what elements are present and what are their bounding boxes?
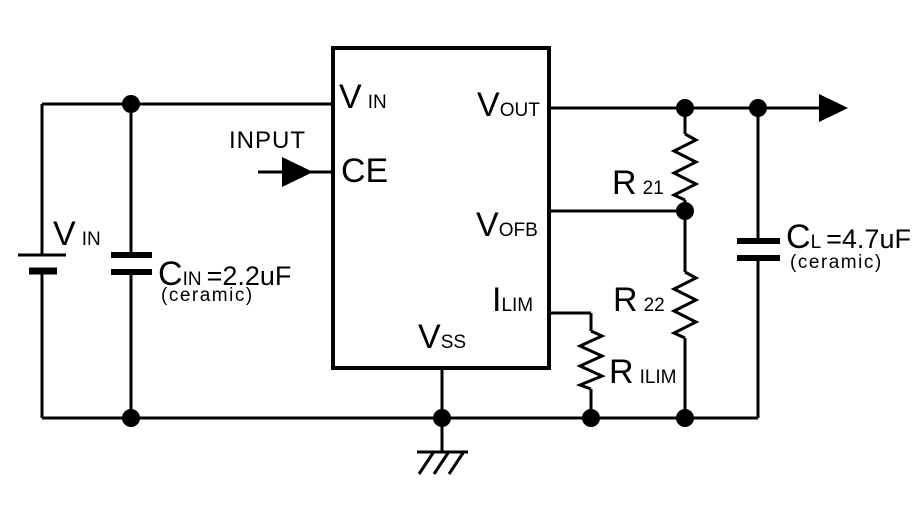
r22-main: R xyxy=(613,281,638,319)
rilim-main: R xyxy=(609,353,634,391)
input-label: INPUT xyxy=(229,127,306,154)
pin-vin-main: V xyxy=(339,78,362,116)
cin-note: (ceramic) xyxy=(161,285,254,306)
r22-sub: 22 xyxy=(643,295,665,316)
cl-label: CL=4.7uF xyxy=(786,220,911,254)
cl-name-sub: L xyxy=(810,232,822,253)
battery-vin-main: V xyxy=(53,215,76,253)
junction-dot-gnd-vss xyxy=(433,409,451,427)
battery-vin-sub: IN xyxy=(81,229,101,250)
pin-ce-main: CE xyxy=(341,152,389,190)
pin-ilim-main: I xyxy=(492,281,502,319)
ground-hatch-3 xyxy=(447,452,465,475)
ground-hatch-1 xyxy=(417,452,435,475)
r22-zigzag xyxy=(670,270,700,340)
cin-label: CIN=2.2uF xyxy=(158,257,291,291)
pin-ilim-sub: LIM xyxy=(501,295,534,316)
r21-sub: 21 xyxy=(642,178,664,199)
output-arrowhead xyxy=(819,94,848,122)
pin-vofb-main: V xyxy=(476,206,499,244)
pin-vss-sub: SS xyxy=(440,332,467,353)
pin-vofb-sub: OFB xyxy=(498,220,538,241)
pin-vout-label: VOUT xyxy=(477,88,540,122)
cin-value: =2.2uF xyxy=(206,261,292,291)
cin-name-sub: IN xyxy=(182,269,202,290)
rilim-sub: ILIM xyxy=(639,367,677,388)
r21-main: R xyxy=(612,164,637,202)
pin-vofb-label: VOFB xyxy=(476,208,538,242)
input-arrowhead xyxy=(282,157,313,187)
cl-note: (ceramic) xyxy=(790,252,883,273)
r21-zigzag xyxy=(670,132,700,202)
pin-ce-label: CE xyxy=(341,154,388,188)
cl-name-main: C xyxy=(786,218,811,256)
ground-hatch-2 xyxy=(432,452,450,475)
cl-value: =4.7uF xyxy=(826,224,911,254)
pin-vout-sub: OUT xyxy=(499,100,540,121)
cin-name-main: C xyxy=(158,255,183,293)
pin-vout-main: V xyxy=(477,86,500,124)
pin-vss-main: V xyxy=(418,318,441,356)
pin-ilim-label: ILIM xyxy=(492,283,533,317)
pin-vss-label: VSS xyxy=(418,320,466,354)
rilim-zigzag xyxy=(575,329,606,391)
pin-vin-sub: IN xyxy=(367,92,387,113)
